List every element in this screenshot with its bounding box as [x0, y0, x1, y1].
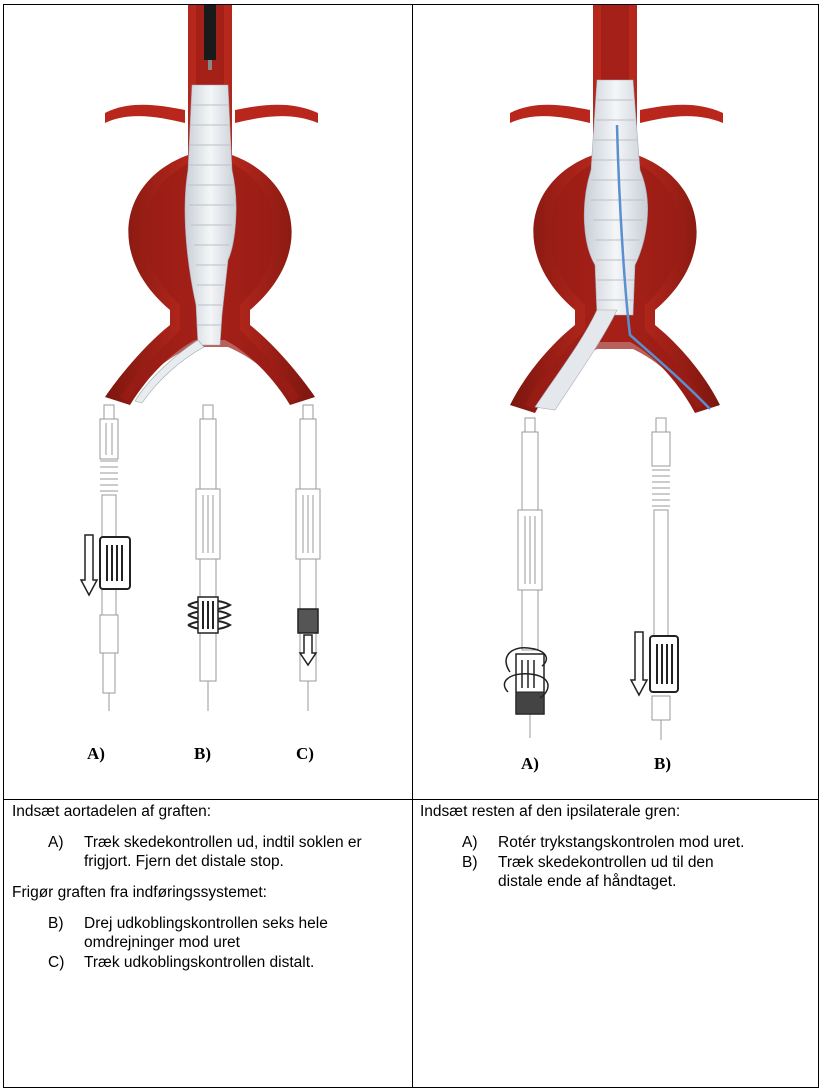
- figure-label: B): [194, 744, 211, 764]
- renal-artery-right: [235, 105, 318, 123]
- instructions-right: Indsæt resten af den ipsilaterale gren: …: [420, 802, 812, 892]
- step-item: A) Rotér trykstangskontrolen mod uret.: [462, 833, 762, 852]
- catheter-tip: [204, 5, 216, 60]
- row-divider: [4, 799, 818, 800]
- arrow-down-icon: [81, 535, 97, 595]
- handle-diagrams-left: [70, 395, 380, 725]
- handle-b-sheath-control: [631, 632, 678, 695]
- figure-label: A): [87, 744, 105, 764]
- handle-b: [196, 405, 220, 711]
- step-text: Drej udkoblingskontrollen seks hele omdr…: [84, 914, 378, 952]
- step-letter: C): [48, 953, 84, 972]
- handle-c-release-control: [298, 609, 318, 665]
- step-list: A) Rotér trykstangskontrolen mod uret. B…: [462, 833, 762, 891]
- arrow-down-icon: [631, 632, 647, 695]
- step-list: B) Drej udkoblingskontrollen seks hele o…: [48, 914, 378, 972]
- step-text: Træk skedekontrollen ud til den distale …: [498, 853, 762, 891]
- catheter-nose: [208, 60, 212, 70]
- step-text: Træk udkoblingskontrollen distalt.: [84, 953, 378, 972]
- renal-artery-left: [510, 105, 590, 123]
- step-text: Træk skedekontrollen ud, indtil soklen e…: [84, 833, 378, 871]
- step-item: C) Træk udkoblingskontrollen distalt.: [48, 953, 378, 972]
- step-item: B) Drej udkoblingskontrollen seks hele o…: [48, 914, 378, 952]
- step-item: A) Træk skedekontrollen ud, indtil sokle…: [48, 833, 378, 871]
- figure-label: C): [296, 744, 314, 764]
- aorta-illustration-right: [505, 5, 725, 415]
- step-letter: B): [462, 853, 498, 891]
- aorta-illustration-left: [100, 5, 320, 405]
- step-letter: A): [462, 833, 498, 852]
- step-text: Rotér trykstangskontrolen mod uret.: [498, 833, 762, 852]
- rotate-arrows-icon: [188, 597, 230, 633]
- step-item: B) Træk skedekontrollen ud til den dista…: [462, 853, 762, 891]
- section-heading: Frigør graften fra indføringssystemet:: [12, 883, 402, 902]
- handle-diagrams-right: [470, 410, 700, 750]
- figure-label: A): [521, 754, 539, 774]
- renal-artery-left: [105, 105, 185, 123]
- figure-label: B): [654, 754, 671, 774]
- step-letter: B): [48, 914, 84, 952]
- instructions-left: Indsæt aortadelen af graften: A) Træk sk…: [12, 802, 402, 973]
- section-heading: Indsæt resten af den ipsilaterale gren:: [420, 802, 812, 821]
- handle-a-sheath-control: [81, 535, 130, 595]
- section-heading: Indsæt aortadelen af graften:: [12, 802, 402, 821]
- step-letter: A): [48, 833, 84, 871]
- arrow-down-icon: [300, 635, 316, 665]
- renal-artery-right: [640, 105, 723, 123]
- handle-a-push-rod-control: [504, 648, 548, 714]
- step-list: A) Træk skedekontrollen ud, indtil sokle…: [48, 833, 378, 871]
- column-divider: [412, 5, 413, 1087]
